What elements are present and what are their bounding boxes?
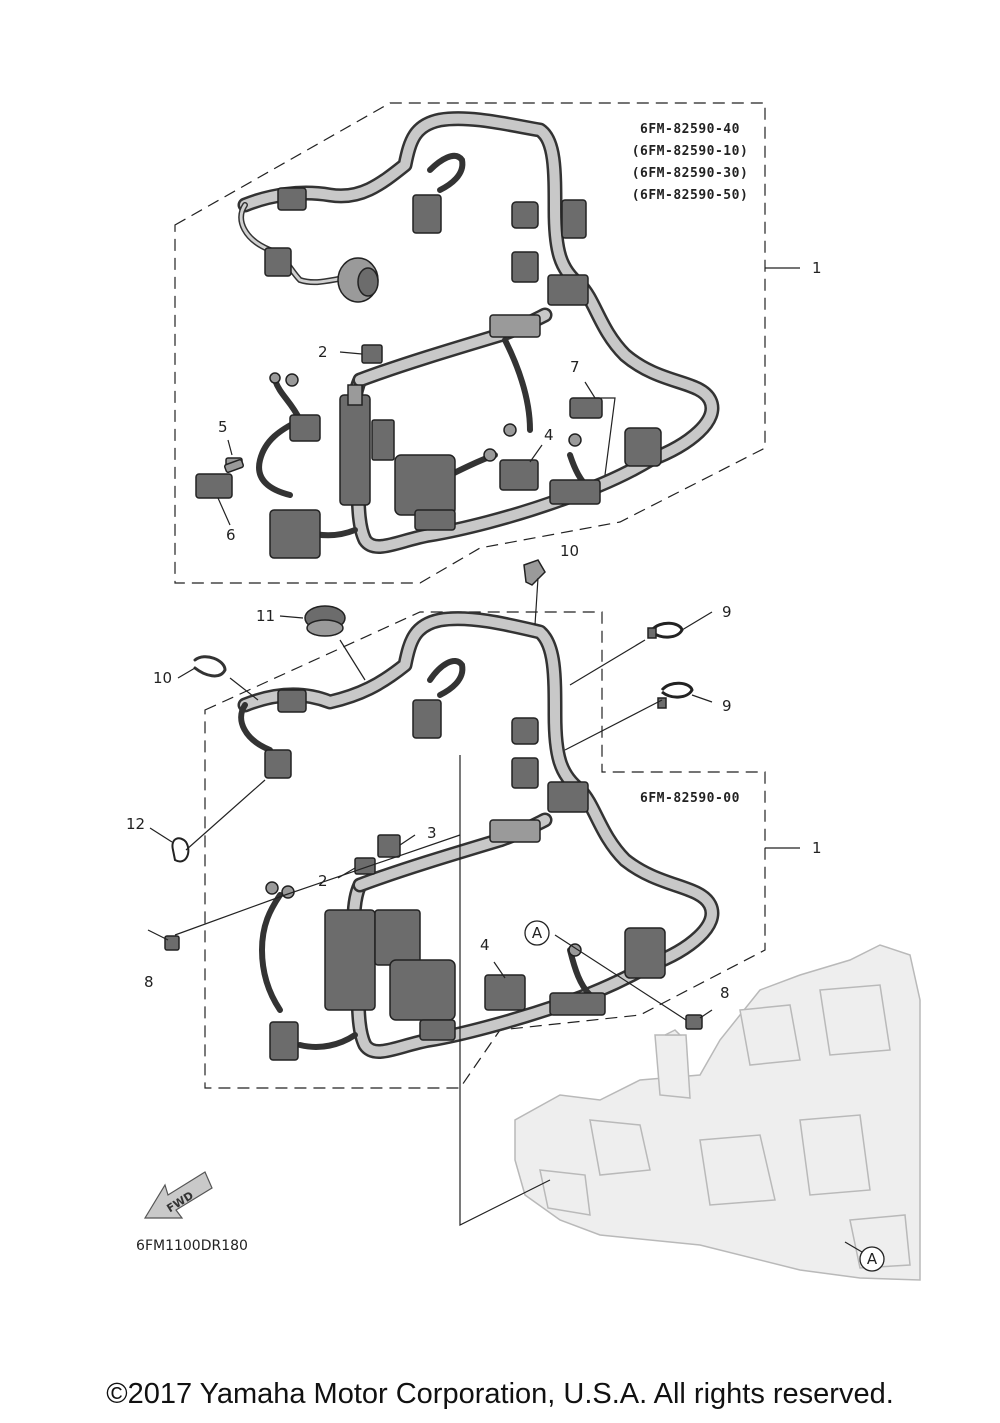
- callout-1-upper: 1: [812, 259, 822, 277]
- part-number-upper-main: 6FM-82590-40: [640, 122, 740, 137]
- callout-9-upper: 9: [722, 603, 732, 621]
- callout-2-lower: 2: [318, 872, 328, 890]
- callout-8-right: 8: [720, 984, 730, 1002]
- callout-6: 6: [226, 526, 236, 544]
- part-number-upper-alt-1: (6FM-82590-10): [632, 144, 749, 159]
- part-number-lower: 6FM-82590-00: [640, 791, 740, 806]
- callout-4-lower: 4: [480, 936, 490, 954]
- loose-parts: [164, 458, 703, 1030]
- drawing-code: 6FM1100DR180: [136, 1238, 248, 1254]
- callout-numbers: 1 1 2 2 3 4 4 5 6 7 8 8 9 9 10 10 11 12: [126, 259, 822, 1002]
- callout-8-left: 8: [144, 973, 154, 991]
- lower-wire-harness: [237, 611, 720, 1061]
- forward-direction-arrow: FWD: [143, 1171, 213, 1219]
- upper-wire-harness: [195, 111, 720, 559]
- upper-kit-boundary: [174, 102, 766, 584]
- callout-10-upper: 10: [560, 542, 579, 560]
- callout-1-lower: 1: [812, 839, 822, 857]
- callout-5: 5: [218, 418, 228, 436]
- callout-2-upper: 2: [318, 343, 328, 361]
- callout-12: 12: [126, 815, 145, 833]
- copyright-notice: ©2017 Yamaha Motor Corporation, U.S.A. A…: [106, 1378, 894, 1410]
- reference-marker-a-lower-label: A: [867, 1250, 878, 1268]
- part-number-upper-alt-2: (6FM-82590-30): [632, 166, 749, 181]
- callout-9-lower: 9: [722, 697, 732, 715]
- part-number-upper-alt-3: (6FM-82590-50): [632, 188, 749, 203]
- callout-11: 11: [256, 607, 275, 625]
- reference-marker-a-lower: A: [859, 1246, 885, 1272]
- part-number-labels: 6FM-82590-40 (6FM-82590-10) (6FM-82590-3…: [632, 122, 749, 806]
- callout-10-lower: 10: [153, 669, 172, 687]
- callout-4-upper: 4: [544, 426, 554, 444]
- reference-marker-a-upper-label: A: [532, 924, 543, 942]
- callout-3: 3: [427, 824, 437, 842]
- leader-lines: [147, 267, 863, 1253]
- reference-marker-a-upper: A: [524, 920, 550, 946]
- callout-7: 7: [570, 358, 580, 376]
- lower-kit-boundary: [204, 611, 766, 1089]
